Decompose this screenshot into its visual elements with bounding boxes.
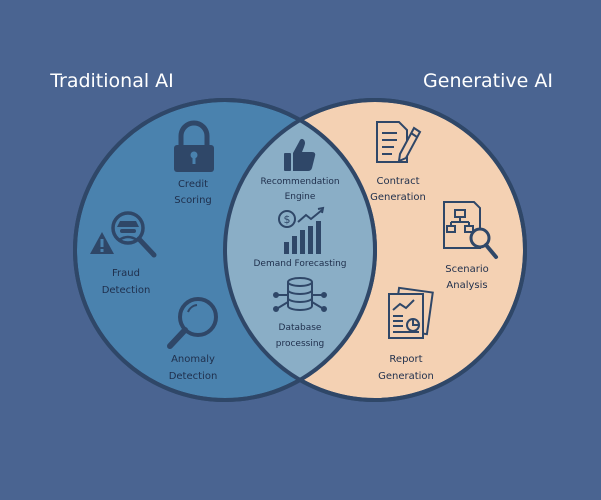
- scenario-line1: Scenario: [445, 264, 488, 275]
- report-line1: Report: [389, 354, 422, 365]
- svg-text:$: $: [284, 213, 291, 226]
- magnifier-icon: [167, 297, 218, 349]
- credit-line2: Scoring: [174, 195, 212, 206]
- credit-line1: Credit: [178, 179, 208, 190]
- contract-line2: Generation: [370, 192, 426, 203]
- fraud-detective-icon: [90, 211, 157, 258]
- generative-ai-title: Generative AI: [423, 70, 553, 92]
- demand-line1: Demand Forecasting: [253, 259, 346, 269]
- left-circle-outline: [73, 98, 377, 402]
- dollar-growth-chart-icon: $: [278, 206, 325, 254]
- fraud-line2: Detection: [102, 285, 151, 296]
- scenario-line2: Analysis: [446, 280, 487, 291]
- contract-line1: Contract: [376, 176, 419, 187]
- overlap-region: [225, 100, 375, 400]
- thumbs-up-icon: [284, 138, 316, 171]
- recommendation-line1: Recommendation: [260, 177, 339, 187]
- report-line2: Generation: [378, 371, 434, 382]
- right-circle-outline: [223, 98, 527, 402]
- fraud-line1: Fraud: [112, 268, 140, 279]
- anomaly-line1: Anomaly: [171, 354, 215, 365]
- database-line2: processing: [276, 339, 325, 349]
- anomaly-line2: Detection: [169, 371, 218, 382]
- report-charts-icon: [388, 286, 434, 339]
- document-pen-icon: [376, 121, 422, 163]
- flowchart-search-icon: [443, 201, 498, 259]
- lock-icon: [174, 120, 214, 172]
- recommendation-line2: Engine: [285, 192, 316, 202]
- database-icon: [273, 277, 327, 312]
- traditional-ai-title: Traditional AI: [49, 70, 174, 92]
- database-line1: Database: [279, 323, 322, 333]
